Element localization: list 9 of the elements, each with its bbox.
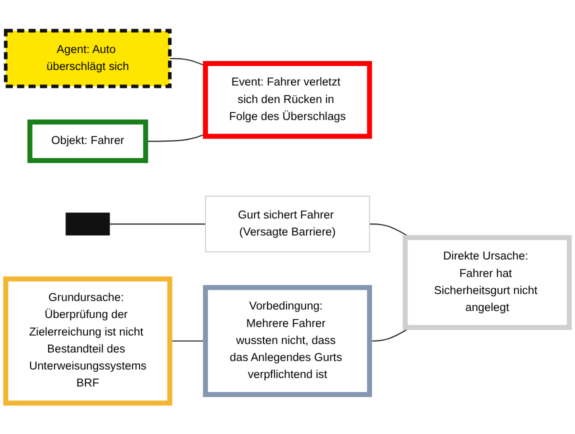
node-box: Objekt: Fahrer [27, 120, 148, 164]
connector [109, 224, 206, 225]
node-box: Vorbedingung: Mehrere Fahrer wussten nicht, dass das Anlegendes Gurts verpflichtend ist [202, 285, 372, 398]
node-box: Direkte Ursache: Fahrer hat Sicherheitsgurt nicht angelegt [402, 235, 572, 330]
node-box: Grundursache: Überprüfung der Zielerreichung ist nicht Bestandteil des Unterweisungssystems BRF [3, 276, 172, 406]
node-box: Event: Fahrer verletzt sich den Rücken in Folge des Überschlags [202, 61, 372, 139]
node-box: Agent: Auto überschlägt sich [4, 29, 172, 88]
node-bar [66, 212, 110, 236]
node-box: Gurt sichert Fahrer (Versagte Barriere) [205, 196, 370, 252]
